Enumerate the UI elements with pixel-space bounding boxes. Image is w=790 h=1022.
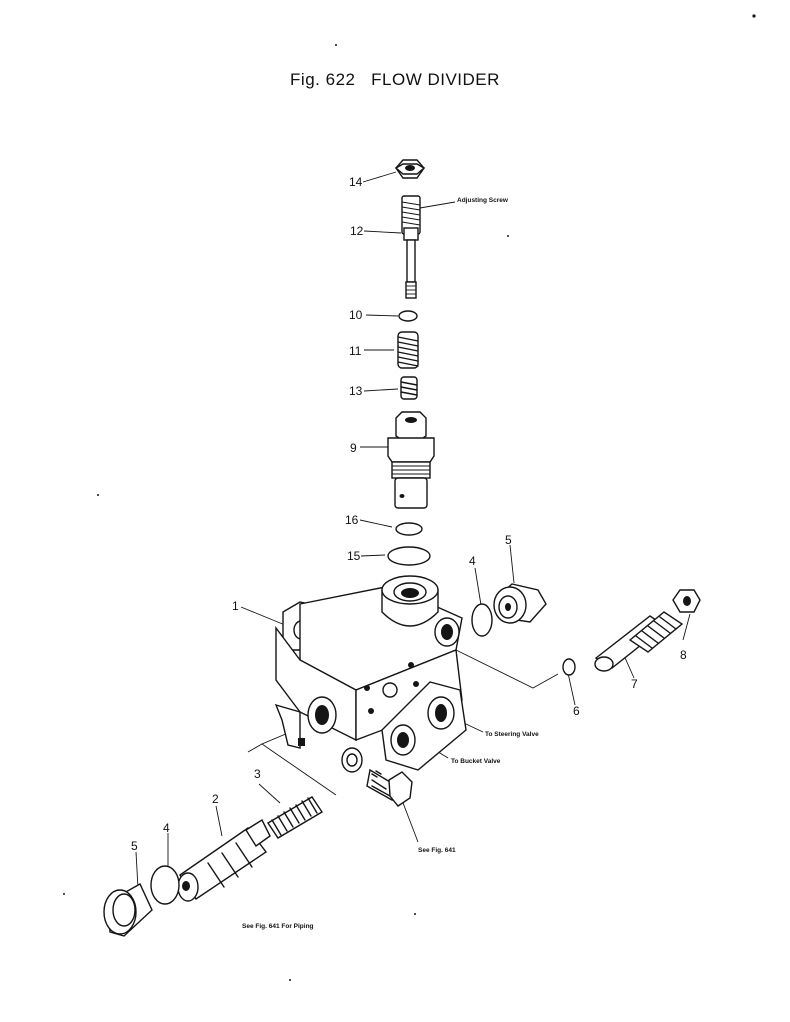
part-5-plug-lower: [103, 883, 153, 937]
mounting-bolt: [366, 768, 413, 807]
note-adjusting-screw: Adjusting Screw: [457, 197, 508, 204]
note-to-bucket-valve: To Bucket Valve: [451, 758, 501, 765]
callout-6: 6: [573, 704, 580, 718]
part-16-o-ring: [395, 522, 423, 536]
callout-14: 14: [349, 175, 363, 189]
part-4-o-ring-upper: [471, 603, 493, 637]
part-4-o-ring-lower: [150, 865, 180, 905]
callout-10: 10: [349, 308, 363, 322]
callout-15: 15: [347, 549, 361, 563]
callout-1: 1: [232, 599, 239, 613]
callout-3: 3: [254, 767, 261, 781]
part-6-o-ring: [562, 658, 576, 676]
note-see-fig-641-piping: See Fig. 641 For Piping: [242, 923, 314, 930]
part-12-adjusting-screw: [401, 195, 421, 299]
callout-16: 16: [345, 513, 359, 527]
scan-specks: [63, 14, 756, 981]
note-see-fig-641: See Fig. 641: [418, 847, 456, 854]
callout-8: 8: [680, 648, 687, 662]
part-9-valve-cartridge: [387, 411, 435, 509]
callout-12: 12: [350, 224, 364, 238]
part-14-hex-nut: [394, 159, 426, 179]
callout-5-lower: 5: [131, 839, 138, 853]
callout-7: 7: [631, 677, 638, 691]
part-5-plug-upper: [493, 583, 547, 624]
part-15-o-ring: [387, 546, 431, 566]
part-8-lock-nut: [672, 589, 701, 613]
part-10-o-ring: [398, 310, 418, 322]
part-1-main-body: [274, 575, 467, 771]
note-to-steering-valve: To Steering Valve: [485, 731, 539, 738]
figure-title: Fig. 622 FLOW DIVIDER: [290, 70, 500, 89]
callout-2: 2: [212, 792, 219, 806]
callout-11: 11: [349, 344, 362, 358]
part-7-adjusting-screw: [594, 611, 684, 672]
part-13-small-spring: [400, 376, 418, 400]
washer: [341, 747, 363, 773]
callout-9: 9: [350, 441, 357, 455]
part-3-spring: [267, 796, 323, 839]
callout-4-upper: 4: [469, 554, 476, 568]
part-11-spring: [397, 331, 419, 369]
callout-13: 13: [349, 384, 363, 398]
part-2-spool: [177, 818, 271, 902]
callout-4-lower: 4: [163, 821, 170, 835]
callout-5-upper: 5: [505, 533, 512, 547]
